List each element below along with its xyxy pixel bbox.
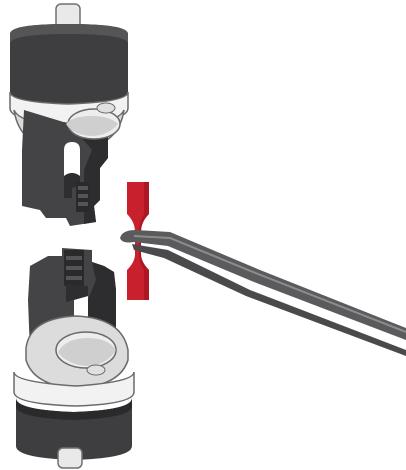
tweezers-lower-arm (132, 244, 406, 356)
tweezers-upper-arm (120, 230, 406, 340)
upper-grip-body (10, 24, 128, 108)
upper-grip (9, 3, 129, 226)
lower-shaft (57, 447, 83, 469)
lower-collar (13, 371, 135, 407)
lower-grip (13, 248, 135, 469)
tweezers (120, 230, 406, 356)
